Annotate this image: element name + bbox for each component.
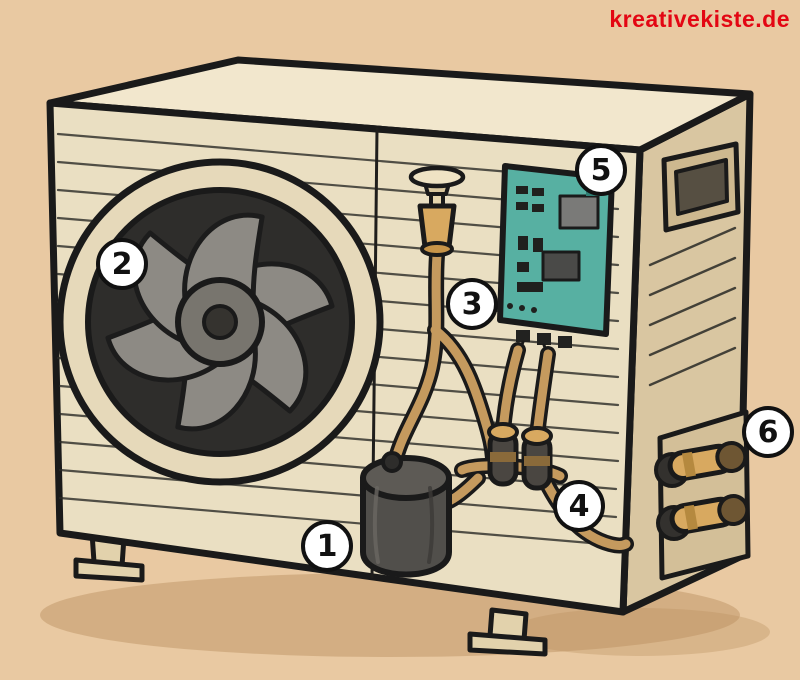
compressor — [360, 451, 452, 578]
pcb-components — [507, 186, 544, 313]
compressor-inlet-fitting — [381, 451, 403, 473]
callout-number: 2 — [111, 246, 133, 282]
callout-3-expansion-valve: 3 — [446, 278, 498, 330]
expansion-valve — [408, 165, 466, 257]
callout-number: 3 — [461, 286, 483, 322]
valve-assembly — [487, 422, 553, 491]
side-service-ports — [654, 409, 751, 581]
watermark-text: kreativekiste.de — [609, 6, 790, 32]
fan — [56, 158, 384, 486]
pcb-connectors — [516, 330, 572, 348]
side-vent-lines — [648, 226, 737, 387]
pcb-chip-small — [541, 250, 581, 282]
callout-5-circuit-board: 5 — [575, 144, 627, 196]
callout-4-valve-assembly: 4 — [553, 480, 605, 532]
callout-number: 5 — [590, 152, 612, 188]
fan-hub-center — [202, 304, 238, 340]
service-port-top — [667, 441, 748, 482]
service-port-bottom — [669, 494, 750, 535]
callout-number: 1 — [316, 528, 338, 564]
callout-number: 6 — [757, 414, 779, 450]
callout-6-service-ports: 6 — [742, 406, 794, 458]
callout-number: 4 — [568, 488, 590, 524]
side-top-panel — [661, 141, 741, 233]
callout-1-compressor: 1 — [301, 520, 353, 572]
callout-2-fan: 2 — [96, 238, 148, 290]
pcb-chip-large — [558, 194, 600, 230]
